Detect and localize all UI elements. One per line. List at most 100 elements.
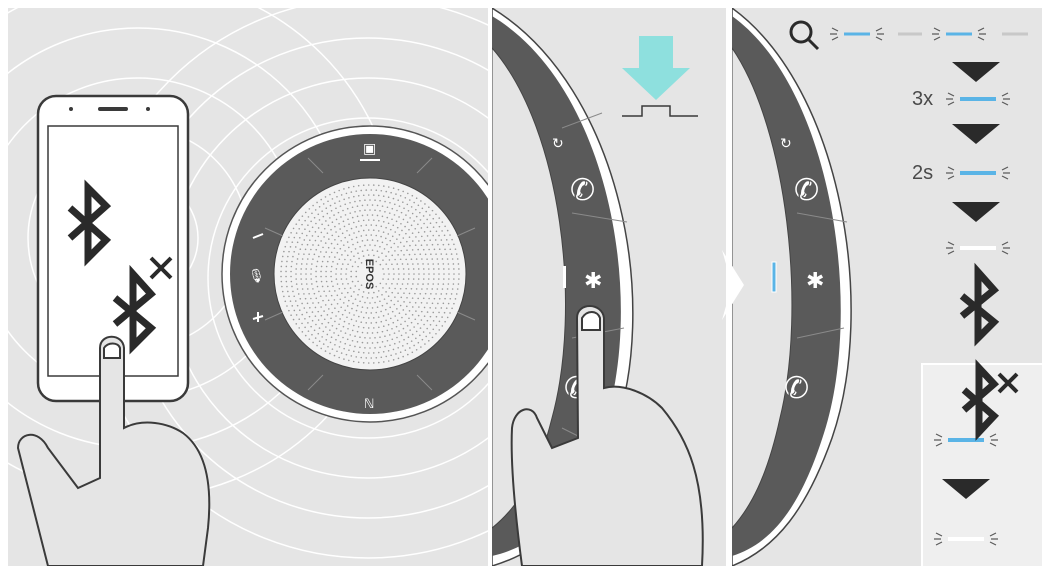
grille-dot <box>406 249 408 252</box>
grille-dot <box>295 314 298 316</box>
grille-dot <box>321 322 323 325</box>
grille-dot <box>428 248 430 251</box>
grille-dot <box>344 342 347 345</box>
grille-dot <box>359 300 361 303</box>
volume-up-icon[interactable] <box>252 312 264 322</box>
grille-dot <box>393 273 395 275</box>
grille-dot <box>412 263 414 265</box>
grille-dot <box>417 297 419 300</box>
grille-dot <box>321 260 324 263</box>
grille-dot <box>429 239 431 242</box>
grille-dot <box>364 301 366 304</box>
grille-dot <box>340 306 342 309</box>
grille-dot <box>398 205 401 207</box>
grille-dot <box>334 202 336 205</box>
grille-dot <box>371 249 374 251</box>
grille-dot <box>414 302 417 304</box>
teams-icon[interactable]: ▣ <box>363 140 376 156</box>
grille-dot <box>315 280 318 283</box>
phone-hangup-icon[interactable]: ✆ <box>570 174 595 207</box>
grille-dot <box>346 229 348 232</box>
bluetooth-button-icon[interactable]: ✱ <box>584 268 602 293</box>
grille-dot <box>352 360 355 363</box>
grille-dot <box>327 224 330 227</box>
grille-dot <box>400 249 403 252</box>
grille-dot <box>394 296 396 298</box>
grille-dot <box>409 217 411 219</box>
grille-dot <box>295 232 298 234</box>
grille-dot <box>357 293 359 296</box>
grille-dot <box>405 287 407 290</box>
grille-dot <box>371 214 374 216</box>
panel-press-bluetooth: ↻ ✆ ✱ ✆ <box>492 8 726 566</box>
grille-dot <box>376 214 379 217</box>
grille-dot <box>312 288 314 290</box>
grille-dot <box>358 315 360 318</box>
grille-dot <box>431 258 434 260</box>
grille-dot <box>442 283 445 285</box>
grille-dot <box>345 278 348 280</box>
grille-dot <box>448 268 450 270</box>
grille-dot <box>452 283 455 285</box>
grille-dot <box>447 283 450 285</box>
grille-dot <box>285 275 287 278</box>
volume-down-icon[interactable] <box>252 233 264 239</box>
power-icon[interactable]: ↻ <box>780 135 792 151</box>
grille-dot <box>356 205 359 207</box>
grille-dot <box>348 299 350 302</box>
grille-dot <box>312 341 314 344</box>
grille-dot <box>432 217 435 220</box>
grille-dot <box>424 253 427 256</box>
grille-dot <box>391 338 394 341</box>
grille-dot <box>303 307 306 309</box>
grille-dot <box>442 263 445 265</box>
grille-dot <box>297 293 300 295</box>
grille-dot <box>433 268 435 270</box>
grille-dot <box>406 342 409 345</box>
grille-dot <box>357 184 360 187</box>
grille-dot <box>395 193 397 195</box>
grille-dot <box>301 313 304 316</box>
grille-dot <box>391 254 394 257</box>
grille-dot <box>340 216 342 218</box>
grille-dot <box>423 273 425 275</box>
grille-dot <box>402 309 405 311</box>
phone-hangup-icon[interactable]: ✆ <box>794 174 819 207</box>
grille-dot <box>420 227 423 229</box>
hold-duration-label: 2s <box>912 162 934 184</box>
grille-dot <box>385 355 388 358</box>
bluetooth-button-icon[interactable]: ✱ <box>806 268 824 293</box>
grille-dot <box>421 288 423 290</box>
grille-dot <box>315 265 318 268</box>
grille-dot <box>417 223 419 226</box>
grille-dot <box>354 298 357 300</box>
grille-dot <box>382 185 385 187</box>
grille-dot <box>333 354 336 357</box>
grille-dot <box>396 226 399 229</box>
power-icon[interactable]: ↻ <box>552 135 564 151</box>
grille-dot <box>348 349 350 351</box>
grille-dot <box>370 287 373 289</box>
grille-dot <box>407 278 410 280</box>
grille-dot <box>405 258 407 261</box>
grille-dot <box>325 295 327 297</box>
grille-dot <box>324 350 327 352</box>
phone-answer-icon[interactable]: ✆ <box>784 372 809 405</box>
grille-dot <box>447 302 450 305</box>
grille-dot <box>453 302 455 305</box>
grille-dot <box>451 258 454 260</box>
grille-dot <box>286 285 288 288</box>
grille-dot <box>304 211 307 214</box>
grille-dot <box>318 205 321 208</box>
grille-dot <box>457 283 460 285</box>
grille-dot <box>291 305 294 307</box>
grille-dot <box>371 297 374 299</box>
grille-dot <box>335 273 337 275</box>
grille-dot <box>445 293 448 295</box>
grille-dot <box>423 239 426 242</box>
grille-dot <box>387 278 390 280</box>
grille-dot <box>323 227 326 230</box>
microphone-mute-icon[interactable]: 🎙 <box>248 268 265 283</box>
grille-dot <box>432 263 435 265</box>
grille-dot <box>329 193 331 196</box>
